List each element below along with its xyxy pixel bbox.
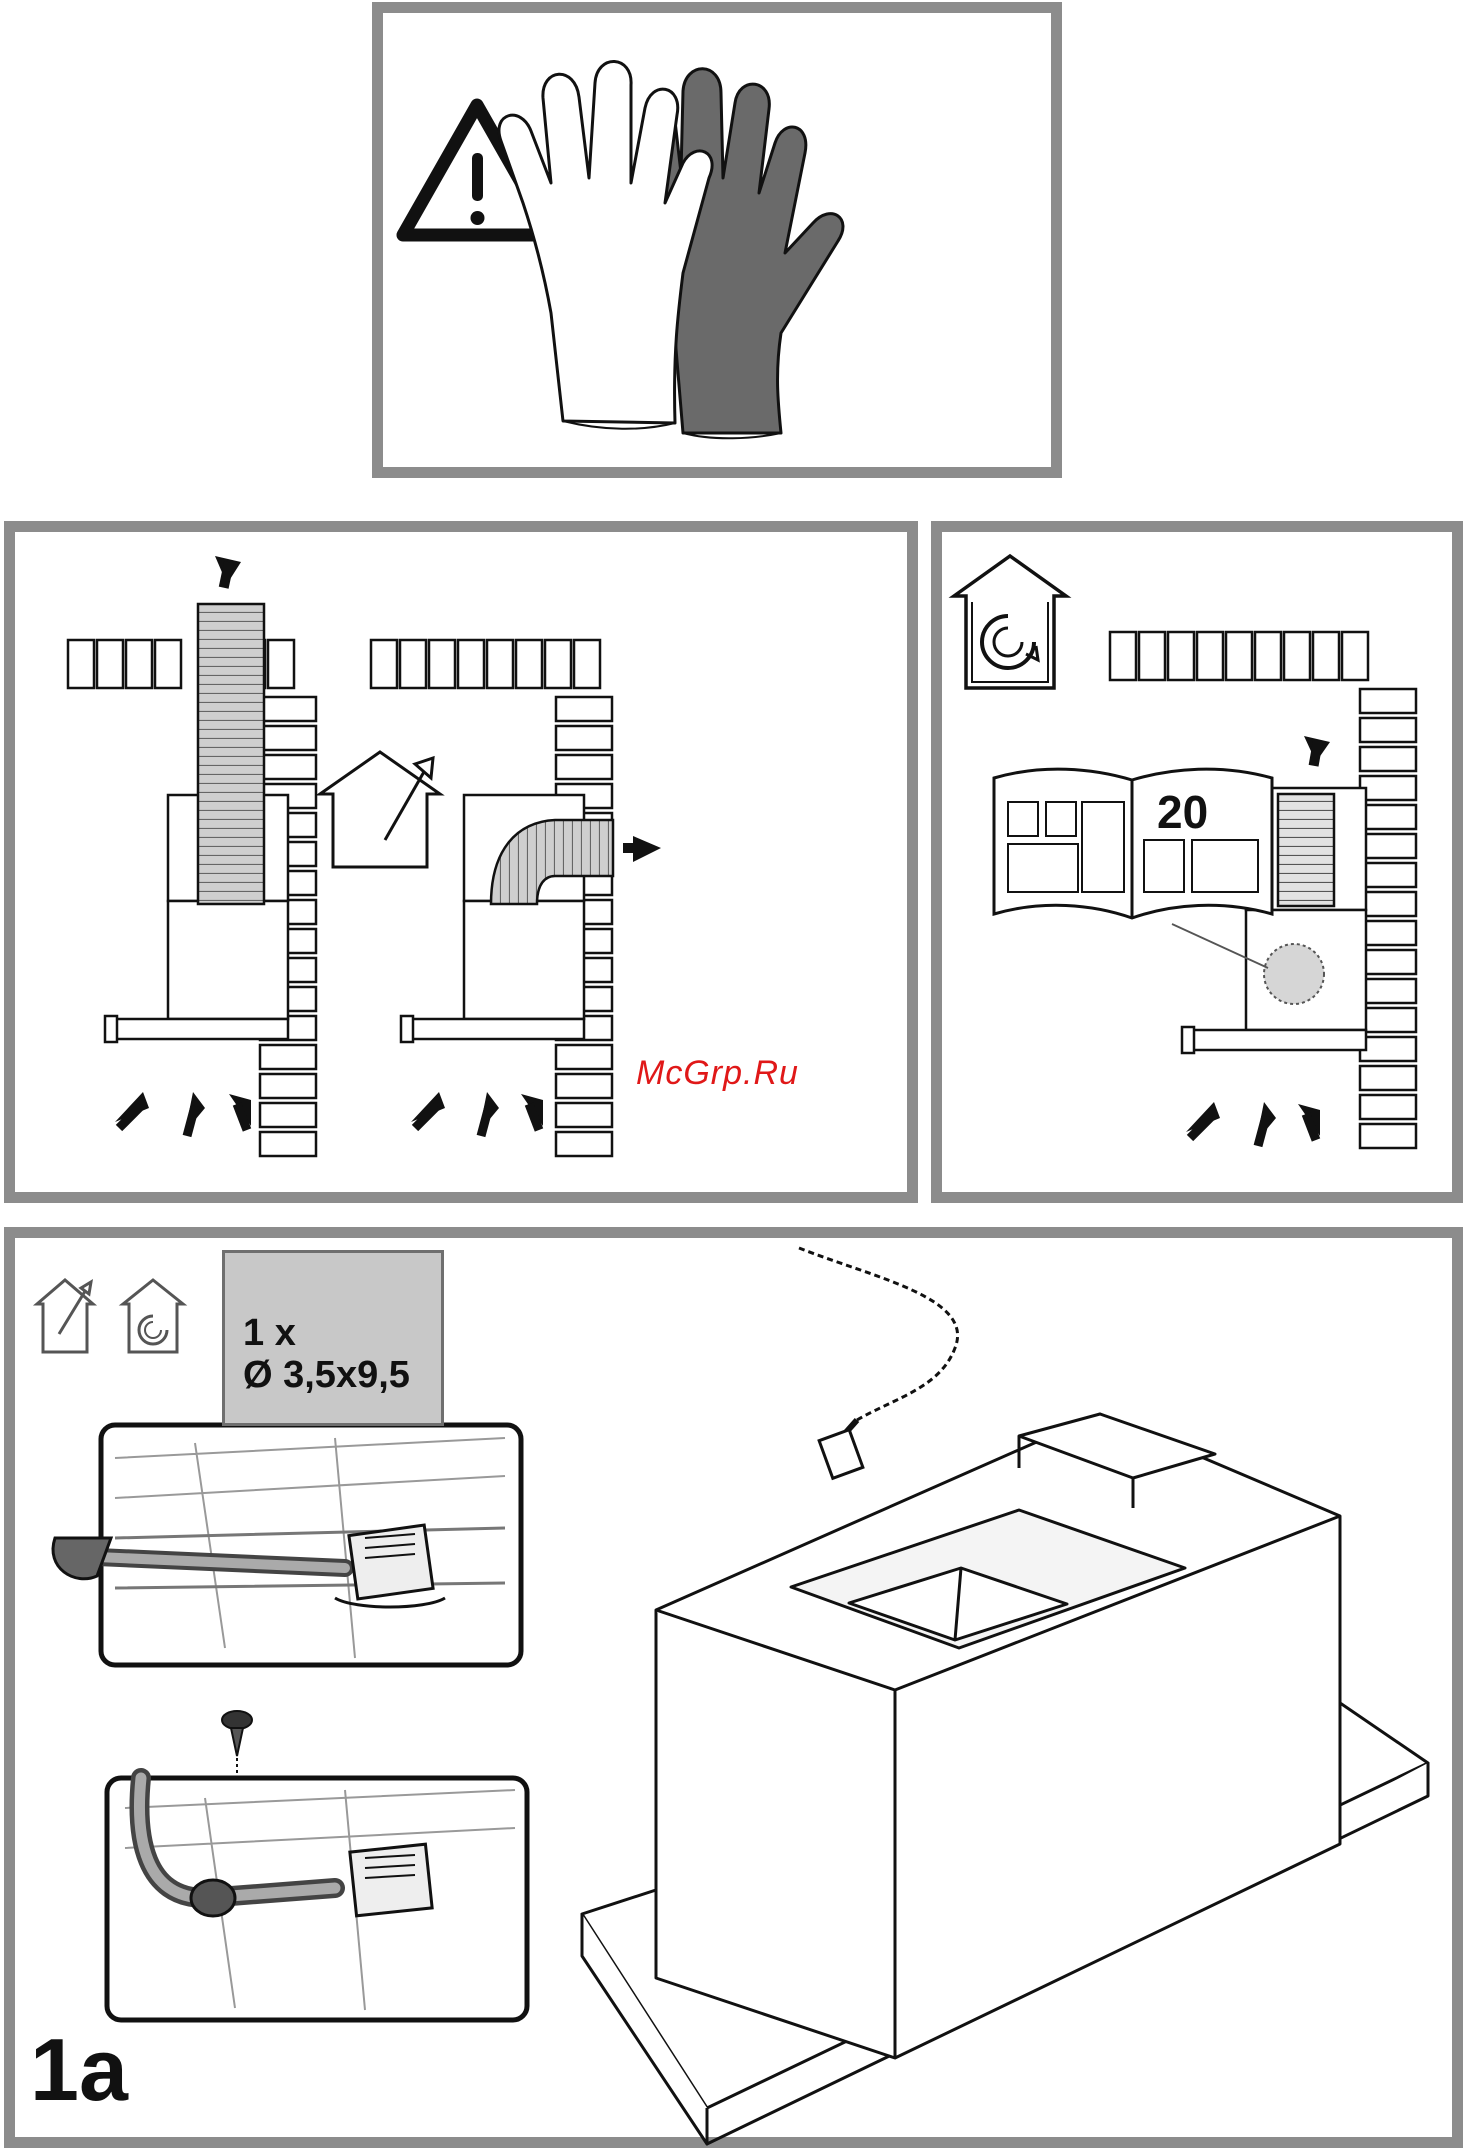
screw-spec-box: 1 x Ø 3,5x9,5 xyxy=(222,1250,444,1426)
hood-unit-icon xyxy=(401,795,613,1042)
carbon-filter-icon xyxy=(1264,944,1324,1004)
gloves-illustration xyxy=(383,13,1051,467)
ducted-panel xyxy=(4,521,918,1203)
hood-unit-icon xyxy=(582,1414,1428,2144)
ducted-illustration xyxy=(15,532,907,1192)
recirculation-illustration: 20 xyxy=(942,532,1452,1192)
recirculation-mode-icon xyxy=(954,556,1066,688)
gloves-icon xyxy=(499,61,843,438)
recirculation-panel: 20 xyxy=(931,521,1463,1203)
connector-detail-bottom xyxy=(107,1778,527,2020)
screw-size: Ø 3,5x9,5 xyxy=(243,1355,410,1395)
recirculation-mode-icon xyxy=(123,1280,183,1352)
ducted-mode-icon xyxy=(320,752,440,867)
connector-detail-top xyxy=(53,1425,521,1665)
connector-icon xyxy=(799,1248,958,1478)
manual-reference-icon: 20 xyxy=(994,769,1272,968)
ducted-mode-icon xyxy=(37,1280,93,1352)
gloves-panel xyxy=(372,2,1062,478)
step-label: 1a xyxy=(30,2020,128,2120)
watermark: McGrp.Ru xyxy=(636,1054,799,1093)
manual-page-number: 20 xyxy=(1157,786,1208,838)
screw-quantity: 1 x xyxy=(243,1313,296,1353)
